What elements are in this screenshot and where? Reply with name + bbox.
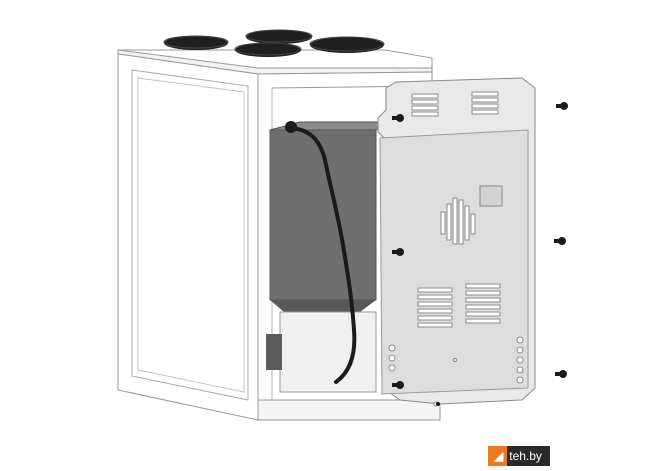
stove-side-panel	[117, 53, 259, 421]
lower-vents	[417, 283, 501, 328]
cable-plug	[285, 121, 297, 133]
round-vent	[440, 197, 476, 245]
power-cable	[285, 121, 357, 384]
back-cover-panel	[377, 77, 536, 407]
teh-logo-icon: ◢	[488, 446, 508, 466]
burner-back-left	[164, 36, 228, 50]
screw-icon	[556, 102, 568, 110]
vent-square	[479, 185, 503, 207]
screw-icon	[555, 370, 567, 378]
screw-icon	[436, 402, 440, 406]
screw-icon	[392, 248, 404, 256]
panel-holes	[388, 336, 524, 407]
screw-icon	[392, 114, 404, 122]
burners	[163, 29, 385, 57]
watermark: ◢ teh.by	[488, 446, 550, 466]
screw-icon	[554, 237, 566, 245]
screws	[392, 102, 568, 406]
screw-icon	[392, 381, 404, 389]
oven-box	[269, 121, 392, 312]
burner-front-left	[235, 43, 301, 57]
lower-compartment	[266, 311, 377, 393]
burner-front-right	[310, 37, 384, 53]
burner-back-right	[246, 30, 312, 44]
top-vents	[411, 91, 499, 117]
watermark-text: teh.by	[507, 446, 550, 466]
